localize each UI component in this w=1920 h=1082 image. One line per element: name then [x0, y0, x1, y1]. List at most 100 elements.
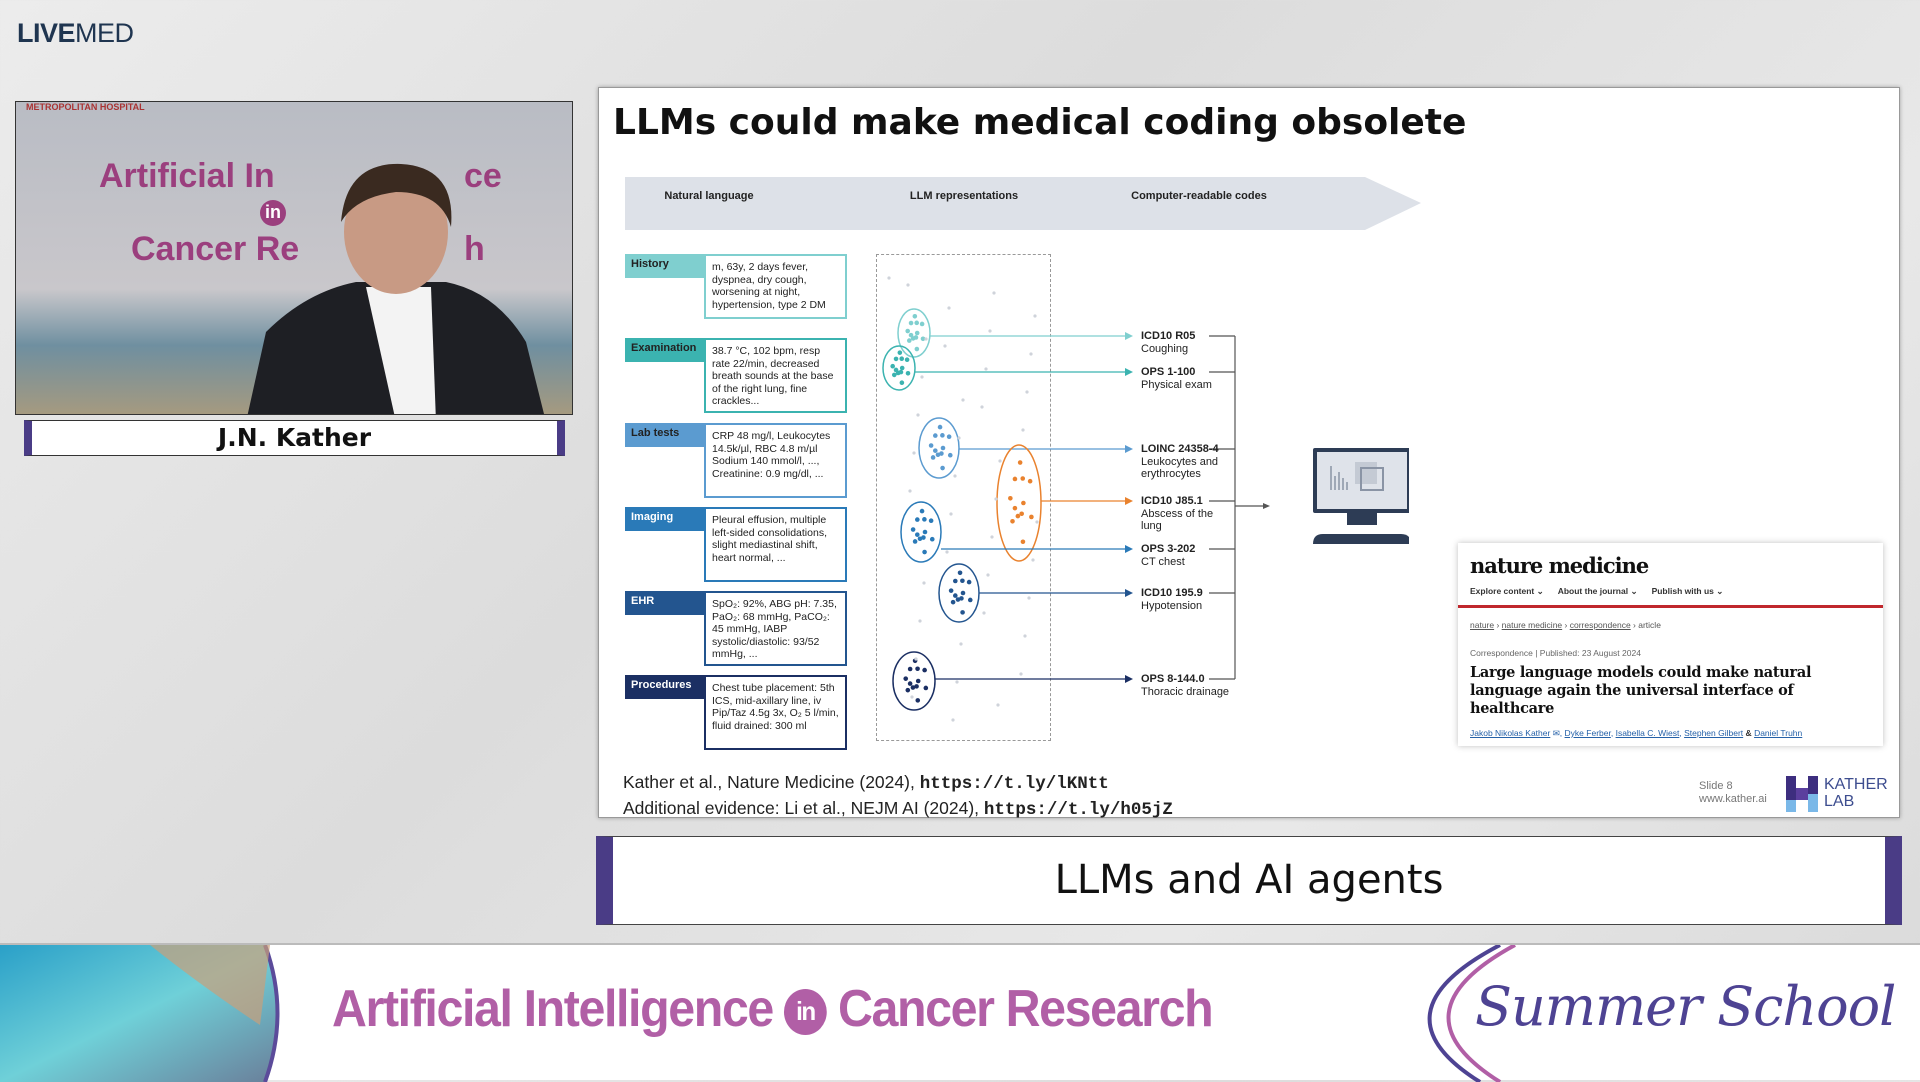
noise-point	[959, 642, 963, 646]
author-link[interactable]: Daniel Truhn	[1754, 728, 1803, 738]
noise-point	[922, 581, 926, 585]
cluster-point	[960, 590, 966, 596]
cluster-point	[1008, 495, 1013, 501]
cluster-point	[920, 336, 926, 342]
citation-link-1[interactable]: https://t.ly/lKNtt	[919, 774, 1109, 794]
cluster-point	[907, 681, 913, 686]
cluster-point	[915, 517, 920, 522]
crumb-article: article	[1638, 620, 1661, 630]
cluster-point	[1012, 476, 1018, 482]
noise-point	[980, 405, 984, 409]
nature-medicine-logo: nature medicine	[1470, 553, 1649, 578]
cluster-point	[915, 666, 920, 672]
cluster-point	[1020, 476, 1026, 481]
noise-point	[988, 329, 992, 333]
cluster-point	[1010, 518, 1015, 524]
noise-point	[947, 306, 951, 310]
cluster-point	[914, 684, 919, 689]
cluster-point	[908, 332, 914, 338]
citation-link-2[interactable]: https://t.ly/h05jZ	[983, 800, 1173, 820]
nav-explore-content[interactable]: Explore content ⌄	[1470, 586, 1544, 596]
author-link[interactable]: Jakob Nikolas Kather	[1470, 728, 1551, 738]
cluster-point	[1020, 539, 1026, 545]
cluster-point	[1029, 514, 1034, 520]
cluster-point	[950, 599, 956, 605]
embedding-diagram	[882, 276, 1270, 722]
arrowhead	[1125, 545, 1133, 553]
slide-title: LLMs could make medical coding obsolete	[613, 102, 1467, 143]
cluster-point	[923, 685, 929, 691]
author-link[interactable]: Isabella C. Wiest	[1615, 728, 1680, 738]
arrowhead	[1125, 497, 1133, 505]
cluster-point	[905, 370, 911, 376]
subtitle-bar: LLMs and AI agents	[596, 836, 1902, 925]
kather-lab-logo-mark	[1786, 776, 1818, 812]
cluster-point	[890, 363, 895, 369]
header-natural-language: Natural language	[664, 190, 754, 202]
header-arrow	[625, 177, 1421, 230]
row-label-imaging: Imaging	[625, 507, 705, 531]
cluster-ellipse	[900, 501, 942, 563]
speaker-video: METROPOLITAN HOSPITAL Artificial In ce i…	[15, 101, 573, 415]
cluster-point	[922, 517, 927, 522]
noise-point	[1031, 558, 1035, 562]
author-link[interactable]: Dyke Ferber	[1564, 728, 1611, 738]
cluster-point	[897, 350, 903, 355]
cluster-point	[953, 578, 958, 584]
cluster-point	[929, 536, 935, 542]
cluster-point	[953, 593, 958, 598]
row-text: CRP 48 mg/l, Leukocytes 14.5k/µl, RBC 4.…	[704, 423, 847, 498]
cluster-point	[933, 448, 938, 453]
cluster-point	[959, 596, 964, 601]
cluster-point	[908, 320, 914, 326]
cluster-point	[919, 508, 925, 514]
cluster-point	[899, 365, 905, 371]
cluster-point	[960, 610, 965, 615]
nav-publish[interactable]: Publish with us ⌄	[1651, 586, 1724, 596]
row-text: Chest tube placement: 5th ICS, mid-axill…	[704, 675, 847, 750]
cluster-point	[928, 518, 934, 524]
cluster-point	[914, 346, 920, 352]
cluster-point	[940, 445, 946, 451]
arrowhead	[1263, 503, 1270, 509]
sponsor-logo: METROPOLITAN HOSPITAL	[26, 102, 145, 112]
noise-point	[994, 497, 998, 501]
footer-image	[0, 945, 280, 1082]
nav-about-journal[interactable]: About the journal ⌄	[1557, 586, 1638, 596]
cluster-point	[940, 433, 945, 438]
cluster-point	[1015, 513, 1021, 519]
llm-representation-box	[876, 254, 1051, 741]
noise-point	[887, 276, 891, 280]
noise-point	[943, 344, 947, 348]
crumb-nature-medicine[interactable]: nature medicine	[1501, 620, 1563, 630]
noise-point	[1021, 428, 1025, 432]
cluster-point	[1017, 460, 1023, 465]
author-link[interactable]: Stephen Gilbert	[1684, 728, 1744, 738]
cluster-point	[946, 434, 952, 440]
backdrop-text: Artificial In	[99, 157, 275, 195]
crumb-correspondence[interactable]: correspondence	[1569, 620, 1631, 630]
row-label-history: History	[625, 254, 705, 278]
noise-point	[986, 573, 990, 577]
row-text: Pleural effusion, multiple left-sided co…	[704, 507, 847, 582]
row-text: m, 63y, 2 days fever, dyspnea, dry cough…	[704, 254, 847, 319]
cluster-point	[940, 465, 945, 471]
cluster-point	[904, 357, 910, 363]
summer-school-tagline: Summer School	[1475, 975, 1896, 1038]
noise-point	[910, 695, 914, 699]
cluster-point	[966, 579, 972, 585]
cluster-point	[914, 320, 920, 326]
cluster-point	[1027, 478, 1033, 484]
noise-point	[1033, 314, 1037, 318]
cluster-point	[893, 356, 899, 362]
crumb-nature[interactable]: nature	[1470, 620, 1495, 630]
cluster-point	[910, 685, 916, 690]
footer-swoosh	[1427, 945, 1516, 1082]
